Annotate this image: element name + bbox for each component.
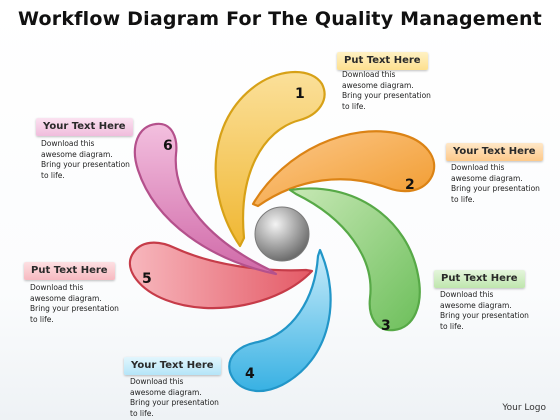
segment-3-body: Download this awesome diagram. Bring you… xyxy=(440,290,540,332)
segment-1-body-line-1: Download this xyxy=(342,70,396,79)
segment-3-body-line-1: Download this xyxy=(440,290,494,299)
segment-5-body-line-3: Bring your presentation xyxy=(30,304,119,313)
segment-3: 3 xyxy=(288,187,421,334)
segment-4-body-line-3: Bring your presentation xyxy=(130,398,219,407)
segment-5-number: 5 xyxy=(142,271,152,287)
segment-3-body-line-3: Bring your presentation xyxy=(440,311,529,320)
segment-2: 2 xyxy=(251,130,436,208)
segment-4: 4 xyxy=(228,248,332,393)
segment-6-body-line-1: Download this xyxy=(41,139,95,148)
segment-4-number: 4 xyxy=(245,366,255,382)
segment-3-body-line-2: awesome diagram. xyxy=(440,300,512,310)
segment-3-body-line-4: to life. xyxy=(440,321,464,331)
segment-4-body-line-2: awesome diagram. xyxy=(130,387,202,397)
segment-6: 6 xyxy=(133,122,278,276)
segment-3-label: Put Text Here xyxy=(434,270,525,288)
segment-6-number: 6 xyxy=(163,138,173,154)
segment-5-body-line-4: to life. xyxy=(30,314,54,324)
segment-1: 1 xyxy=(214,71,326,248)
segment-6-body: Download this awesome diagram. Bring you… xyxy=(41,139,141,181)
segment-6-body-line-3: Bring your presentation xyxy=(41,160,130,169)
segment-4-body-line-1: Download this xyxy=(130,377,184,386)
segment-4-body: Download this awesome diagram. Bring you… xyxy=(130,377,230,419)
segment-6-body-line-4: to life. xyxy=(41,170,65,180)
segment-5-body-line-2: awesome diagram. xyxy=(30,293,102,303)
logo-text: Your Logo xyxy=(502,403,546,413)
segment-6-body-line-2: awesome diagram. xyxy=(41,149,113,159)
segment-4-label: Your Text Here xyxy=(124,357,221,375)
segment-4-body-line-4: to life. xyxy=(130,408,154,418)
segment-2-label: Your Text Here xyxy=(446,143,543,161)
segment-1-body-line-3: Bring your presentation xyxy=(342,91,431,100)
segment-1-label: Put Text Here xyxy=(337,52,428,70)
segment-1-body: Download this awesome diagram. Bring you… xyxy=(342,70,442,112)
segment-5-body-line-1: Download this xyxy=(30,283,84,292)
segment-1-number: 1 xyxy=(295,86,305,102)
center-hub xyxy=(254,206,310,262)
segment-2-number: 2 xyxy=(405,177,415,193)
segment-5-body: Download this awesome diagram. Bring you… xyxy=(30,283,130,325)
segment-1-body-line-4: to life. xyxy=(342,101,366,111)
segment-2-body: Download this awesome diagram. Bring you… xyxy=(451,163,551,205)
segment-2-body-line-2: awesome diagram. xyxy=(451,173,523,183)
segment-3-number: 3 xyxy=(381,318,391,334)
page-title: Workflow Diagram For The Quality Managem… xyxy=(18,8,542,30)
segment-1-body-line-2: awesome diagram. xyxy=(342,80,414,90)
segment-5-label: Put Text Here xyxy=(24,262,115,280)
segment-2-body-line-1: Download this xyxy=(451,163,505,172)
segment-5: 5 xyxy=(128,241,314,310)
segment-2-body-line-3: Bring your presentation xyxy=(451,184,540,193)
segment-6-label: Your Text Here xyxy=(36,118,133,136)
segment-2-body-line-4: to life. xyxy=(451,194,475,204)
